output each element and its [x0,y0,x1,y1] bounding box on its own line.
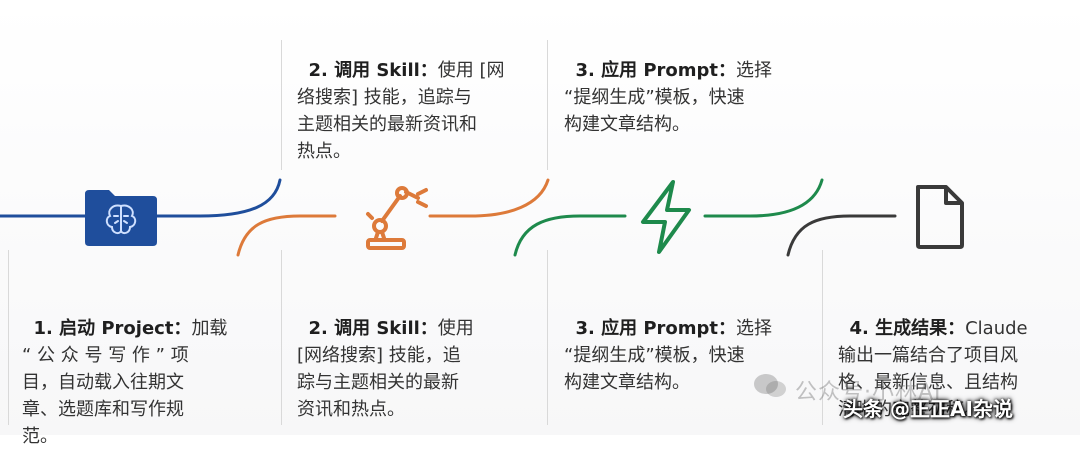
step3-bottom-body: 选择 “提纲生成”模板，快速 构建文章结构。 [564,318,773,393]
step1-body: 加载 “ 公 众 号 写 作 ” 项 目，自动载入往期文 章、选题库和写作规 范… [22,318,228,447]
step2-top-text: 2. 调用 Skill：使用 [网 络搜索] 技能，追踪与 主题相关的最新资讯和… [297,30,532,165]
flow-line-green-left [513,214,627,257]
step2-top-body: 使用 [网 络搜索] 技能，追踪与 主题相关的最新资讯和 热点。 [297,60,505,162]
step3-top-body: 选择 “提纲生成”模板，快速 构建文章结构。 [564,60,773,135]
divider-6 [822,250,823,425]
divider-1 [281,40,282,170]
step2-bottom-text: 2. 调用 Skill：使用 [网络搜索] 技能，追 踪与主题相关的最新 资讯和… [297,288,537,423]
watermark-text: 公众号·小林AI [795,380,942,405]
flow-line-orange-left [236,214,337,257]
step1-text: 1. 启动 Project：加载 “ 公 众 号 写 作 ” 项 目，自动载入往… [22,288,267,450]
step3-bottom-text: 3. 应用 Prompt：选择 “提纲生成”模板，快速 构建文章结构。 [564,288,804,396]
divider-2 [547,40,548,170]
divider-3 [8,250,9,425]
step2-top-title: 2. 调用 Skill： [308,60,438,81]
step4-text: 4. 生成结果：Claude 输出一篇结合了项目风 格、最新信息、且结构 清晰的… [838,288,1073,423]
divider-4 [281,250,282,425]
step4-body: Claude 输出一篇结合了项目风 格、最新信息、且结构 清晰的完整初稿。 [838,318,1028,420]
flow-line-dark [786,214,897,257]
credit-text: 头条 @正正AI杂说 [843,397,1013,421]
robot-arm-icon [366,186,428,250]
step3-top-text: 3. 应用 Prompt：选择 “提纲生成”模板，快速 构建文章结构。 [564,30,804,138]
flow-lines [0,178,897,257]
step3-bottom-title: 3. 应用 Prompt： [575,318,737,339]
step3-top-title: 3. 应用 Prompt： [575,60,737,81]
flow-line-orange-right [428,178,550,218]
divider-5 [547,250,548,425]
flow-line-blue [0,178,282,218]
step2-bottom-body: 使用 [网络搜索] 技能，追 踪与主题相关的最新 资讯和热点。 [297,318,474,420]
step1-title: 1. 启动 Project： [33,318,192,339]
lightning-icon [641,180,691,254]
step2-bottom-title: 2. 调用 Skill： [308,318,438,339]
flow-line-green-right [703,178,824,218]
wechat-icon [754,374,786,397]
step4-title: 4. 生成结果： [849,318,966,339]
document-icon [916,185,964,249]
folder-brain-icon [85,190,157,246]
